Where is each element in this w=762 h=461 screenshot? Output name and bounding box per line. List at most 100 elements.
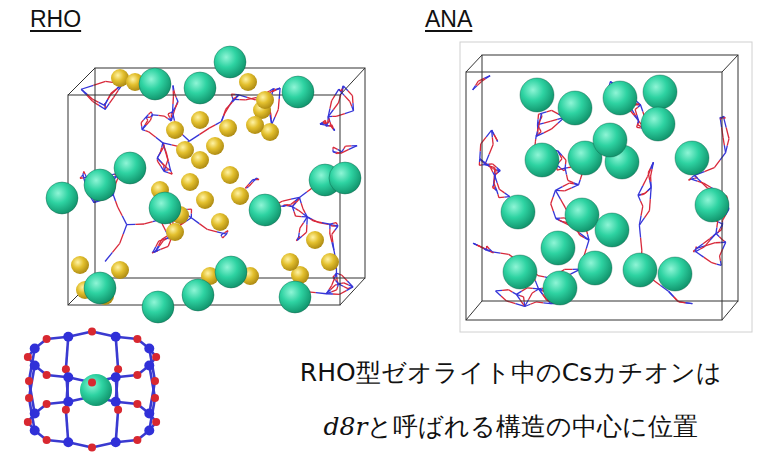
bond (348, 91, 353, 96)
bond (562, 183, 569, 187)
bond (489, 163, 493, 165)
atom-sphere (558, 91, 592, 125)
t-atom (144, 344, 154, 354)
bond (486, 250, 489, 251)
bond (168, 168, 169, 170)
bond (159, 239, 162, 245)
bond (719, 230, 722, 232)
bond (118, 207, 123, 216)
t-atom (30, 409, 40, 419)
bond (81, 85, 93, 89)
o-atom (43, 400, 51, 408)
bond (551, 204, 554, 211)
bond (492, 184, 494, 185)
bond (551, 197, 553, 204)
atom-sphere (520, 78, 554, 112)
d8r-cage (24, 328, 160, 452)
bond (565, 168, 566, 174)
bond (495, 170, 498, 171)
t-atom (111, 332, 121, 342)
bond (535, 139, 537, 142)
bond (579, 180, 581, 185)
bond (509, 290, 513, 292)
bond (168, 173, 172, 174)
o-atom (25, 377, 33, 385)
bond (497, 191, 498, 194)
bond (299, 228, 301, 232)
caption-line: RHO型ゼオライト中のCsカチオンは (262, 356, 760, 389)
bond (272, 89, 274, 91)
bond (163, 144, 165, 145)
bond (350, 102, 352, 107)
bond (524, 305, 526, 307)
o-atom (133, 400, 141, 408)
bond (539, 289, 543, 290)
bond (566, 174, 567, 180)
bond (227, 231, 229, 233)
bond (484, 76, 490, 79)
atom-sphere (184, 72, 216, 104)
bond (333, 222, 336, 224)
bond (562, 156, 566, 161)
bond (172, 96, 174, 104)
bond (494, 135, 496, 139)
bond (113, 195, 115, 201)
bond (494, 174, 496, 177)
bond (482, 164, 485, 166)
bond (342, 86, 343, 89)
bond (275, 110, 278, 117)
bond (314, 221, 322, 223)
o-atom (24, 418, 32, 426)
bond (316, 293, 326, 294)
bond (335, 225, 338, 226)
bond (726, 146, 728, 153)
bond (246, 98, 256, 100)
bond (493, 180, 495, 183)
o-atom (114, 406, 122, 414)
bond (647, 188, 651, 191)
atom-sphere (282, 76, 314, 108)
bond (492, 251, 494, 253)
atom-sphere (249, 194, 281, 226)
bond (332, 279, 334, 285)
bond (669, 292, 674, 297)
bond (247, 186, 249, 188)
bond (644, 191, 648, 194)
bond (332, 95, 336, 101)
bond (303, 214, 307, 217)
bond (639, 225, 640, 238)
atom-sphere (114, 152, 146, 184)
t-atom (111, 372, 121, 382)
bond (199, 128, 209, 134)
atom-sphere (623, 253, 657, 287)
bond (480, 144, 482, 151)
bond (723, 116, 725, 117)
bond (166, 169, 168, 170)
bond (669, 292, 673, 297)
atom-sphere (166, 223, 184, 241)
bond (168, 118, 172, 120)
bond (162, 143, 164, 144)
bond (520, 300, 524, 305)
bond (720, 117, 721, 127)
bond (347, 281, 353, 287)
bond (638, 195, 640, 200)
bond (486, 246, 487, 248)
bond (333, 103, 338, 110)
bond (572, 185, 579, 188)
bond (696, 252, 704, 258)
ana-cations (501, 75, 729, 305)
bond (323, 122, 326, 123)
atom-sphere (182, 279, 214, 311)
bond (171, 115, 173, 121)
bond (175, 94, 177, 98)
bond (499, 189, 504, 193)
bond (691, 175, 694, 177)
t-atom (144, 409, 154, 419)
bond (165, 169, 166, 171)
bond (479, 162, 481, 165)
bond (108, 93, 111, 99)
t-atom (111, 437, 121, 447)
bond (344, 283, 349, 285)
